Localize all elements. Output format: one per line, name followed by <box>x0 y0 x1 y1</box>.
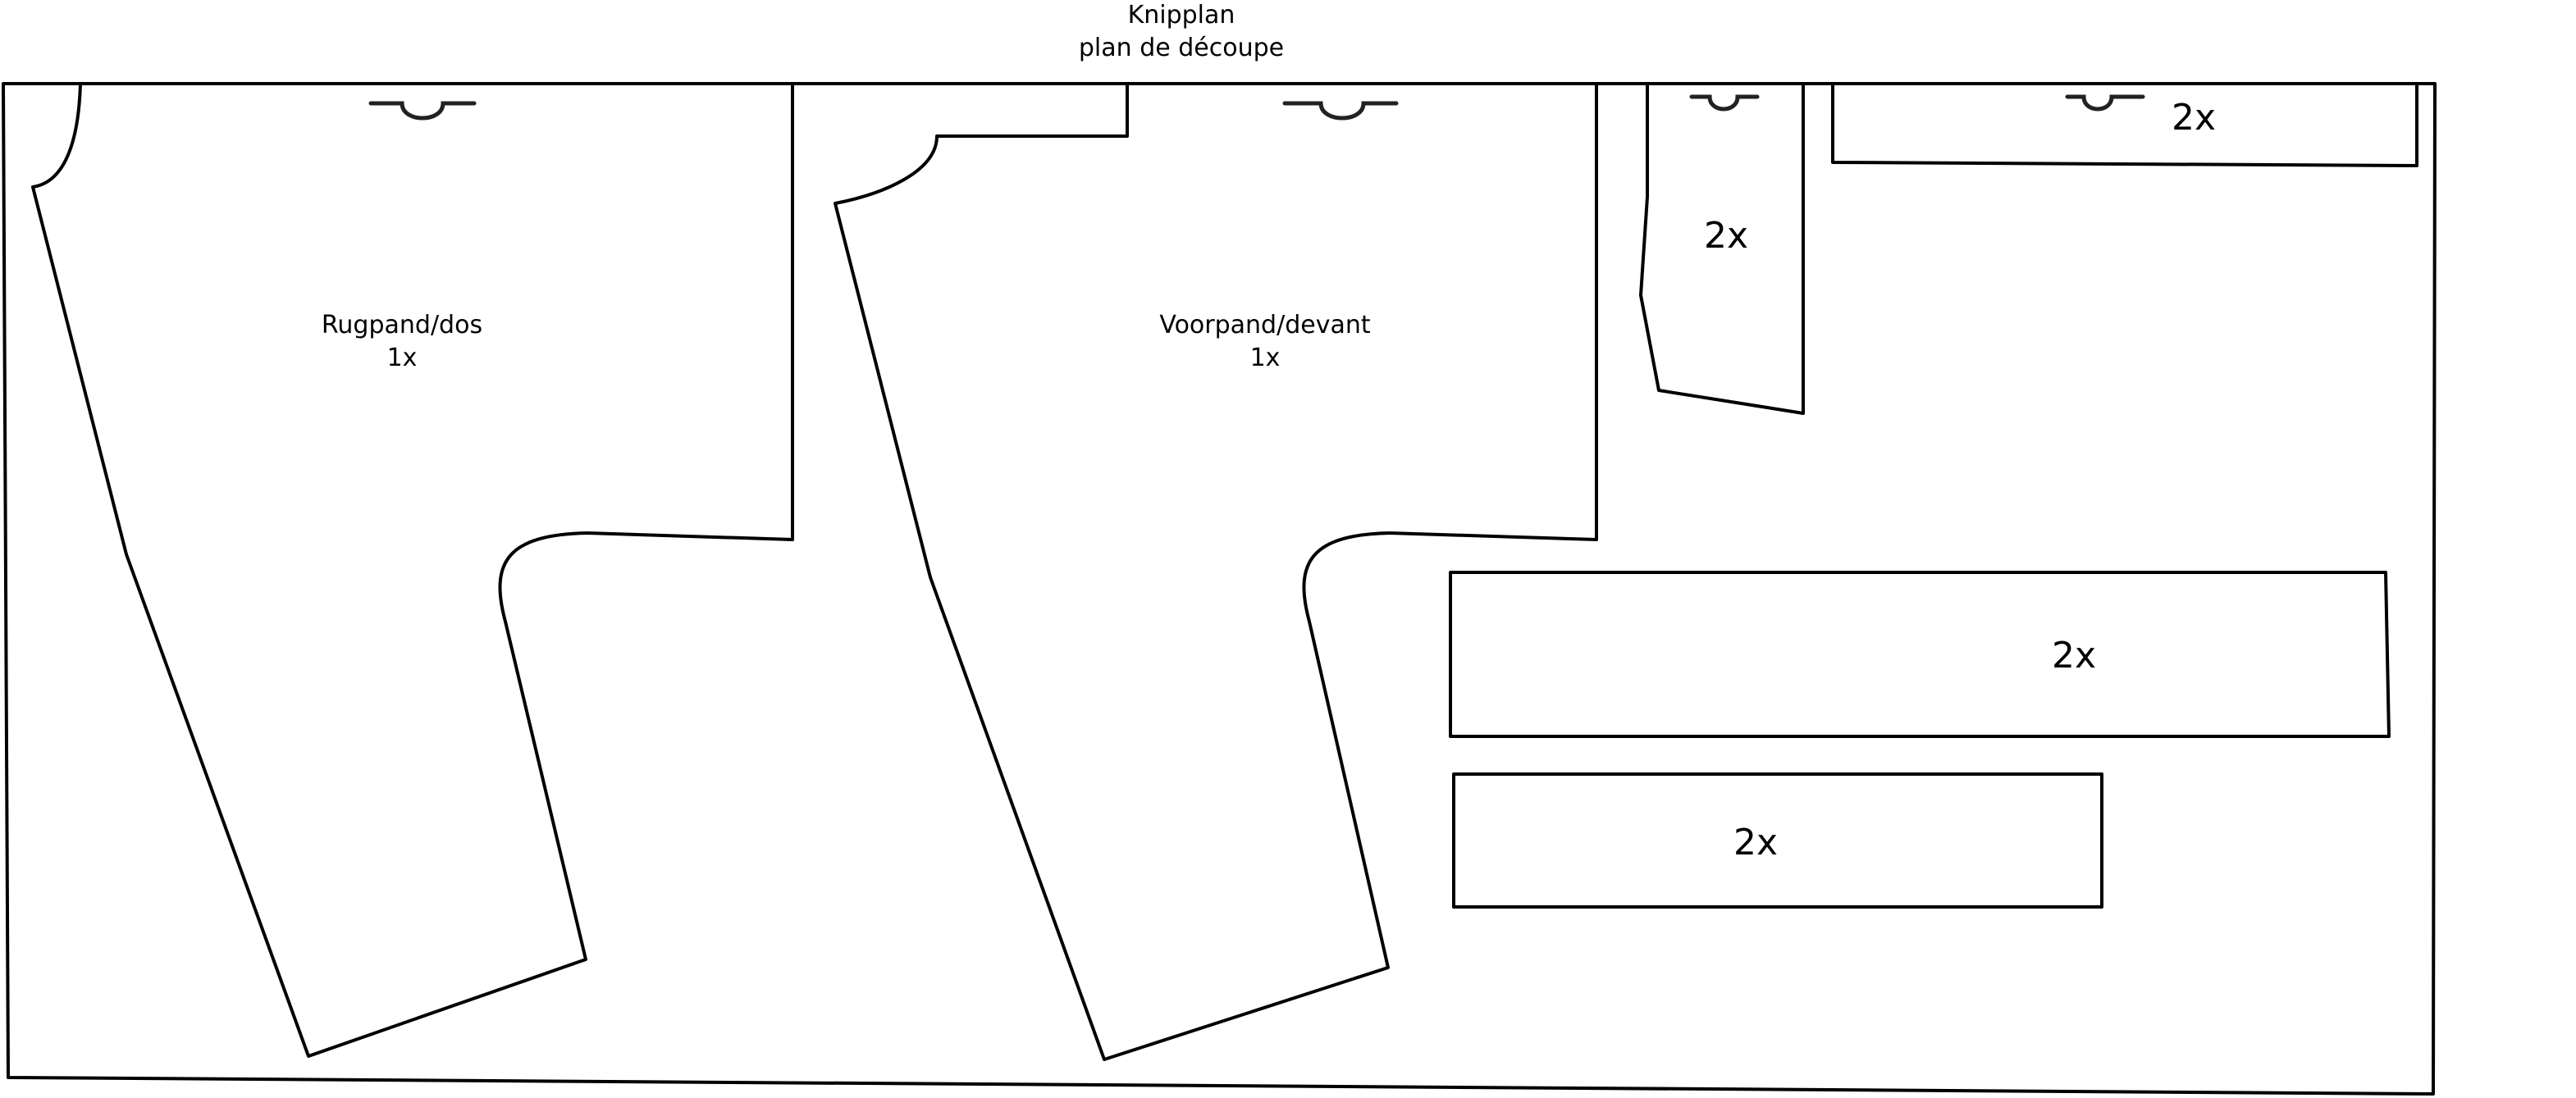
diagram-title-line1: Knipplan <box>1128 1 1235 30</box>
front-piece-outline <box>834 82 1598 1061</box>
diagram-title-line2: plan de découpe <box>1079 34 1284 62</box>
front-piece-fold-notch <box>1282 101 1399 121</box>
sleeve-narrow-outline <box>1639 82 1805 415</box>
back-piece-quantity: 1x <box>387 344 418 372</box>
back-piece-fold-notch <box>368 101 477 121</box>
sleeve-narrow-fold-notch <box>1689 94 1760 112</box>
strip-short-outline <box>1452 772 2103 909</box>
strip-top-quantity: 2x <box>2172 97 2216 139</box>
front-piece-quantity: 1x <box>1250 344 1281 372</box>
sleeve-narrow-quantity: 2x <box>1704 215 1748 257</box>
front-piece-label: Voorpand/devant <box>1159 311 1370 339</box>
strip-top-outline <box>1831 82 2418 167</box>
fabric-outline <box>2 82 2437 1096</box>
back-piece-label: Rugpand/dos <box>322 311 482 339</box>
strip-long-outline <box>1449 571 2391 738</box>
back-piece-outline <box>31 82 794 1058</box>
strip-top-fold-notch <box>2065 94 2145 112</box>
strip-short-quantity: 2x <box>1733 822 1778 863</box>
strip-long-quantity: 2x <box>2052 635 2096 677</box>
